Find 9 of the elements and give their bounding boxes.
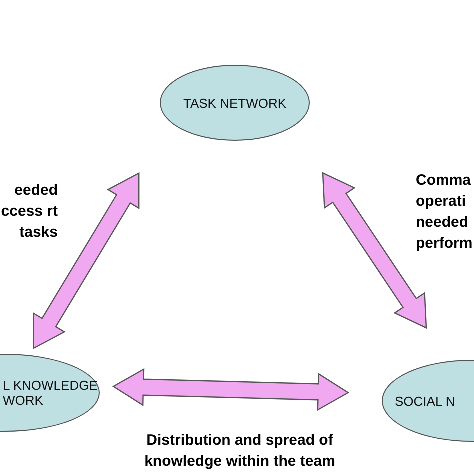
double-arrow (322, 172, 428, 330)
double-arrow (33, 172, 140, 350)
node-label: L KNOWLEDGE WORK (3, 378, 99, 408)
edge-label: eeded ccess rt tasks (0, 181, 58, 243)
node-label: TASK NETWORK (182, 96, 288, 110)
node-label: SOCIAL N (395, 394, 456, 408)
edge-label: Comma operati needed perform (416, 171, 474, 254)
edge-label: Distribution and spread of knowledge within the team (144, 431, 336, 472)
double-arrow (112, 368, 350, 412)
